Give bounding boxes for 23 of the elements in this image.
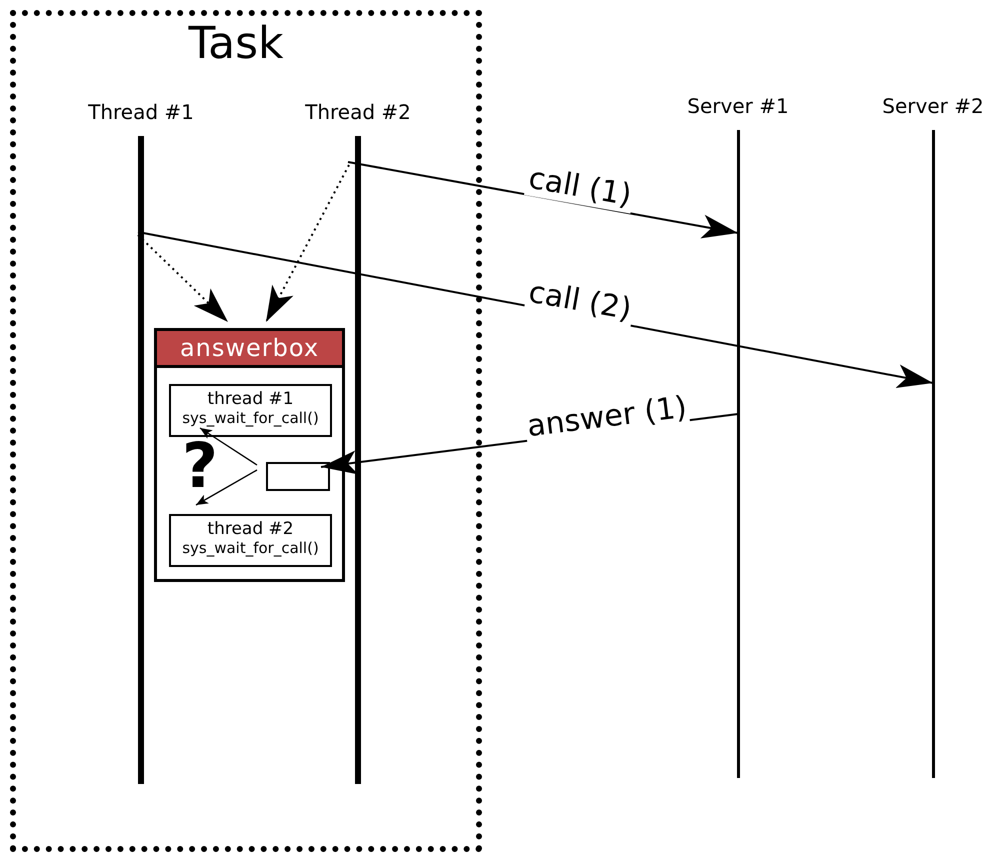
task-frame bbox=[10, 10, 482, 852]
wait-box bbox=[169, 384, 332, 437]
panel-header: answerbox bbox=[157, 331, 342, 368]
lifeline-label: Thread #2 bbox=[305, 99, 411, 126]
answerbox-panel bbox=[154, 328, 345, 582]
function-call: sys_wait_for_call() bbox=[181, 539, 320, 557]
box-title: thread #1 bbox=[206, 389, 295, 409]
lifeline-label: Server #1 bbox=[687, 93, 789, 120]
arrow bbox=[320, 413, 738, 474]
frame-title: Task bbox=[187, 18, 284, 69]
arrow bbox=[196, 469, 258, 506]
arrow bbox=[200, 427, 258, 466]
arrow bbox=[137, 234, 229, 323]
arrow bbox=[348, 161, 738, 238]
wait-box bbox=[169, 514, 332, 567]
arrow bbox=[265, 164, 350, 322]
lifeline-label: Server #2 bbox=[882, 93, 984, 120]
question-mark: ? bbox=[182, 435, 218, 497]
function-call: sys_wait_for_call() bbox=[181, 409, 320, 427]
empty-box bbox=[266, 462, 330, 491]
arrow bbox=[138, 231, 934, 388]
box-title: thread #2 bbox=[206, 519, 295, 539]
lifeline-label: Thread #1 bbox=[88, 99, 194, 126]
